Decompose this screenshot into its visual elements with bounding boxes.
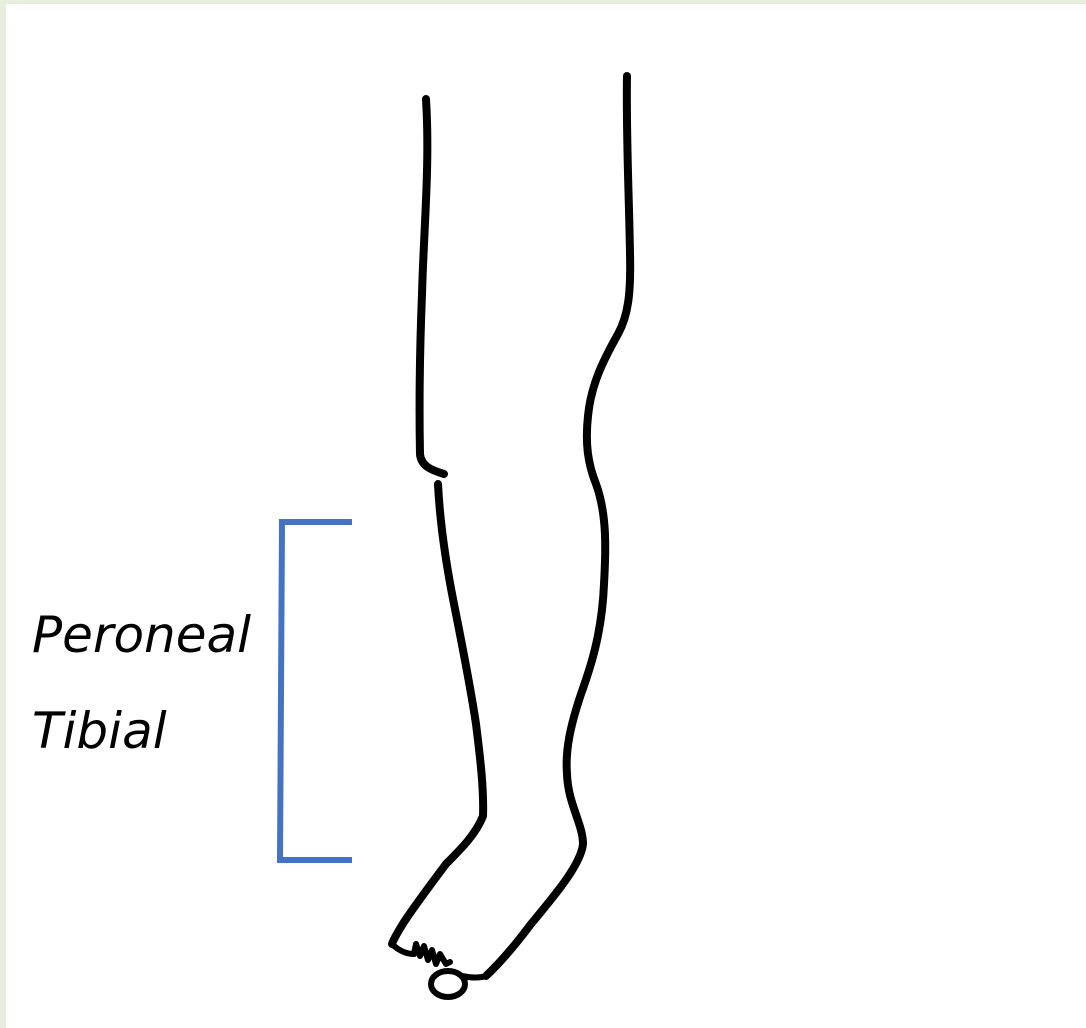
leg-diagram <box>6 4 1086 1028</box>
leg-outline-front-thigh <box>420 99 444 474</box>
peroneal-label: Peroneal <box>32 610 251 660</box>
leg-outline-back <box>486 76 630 976</box>
tibial-label: Tibial <box>32 706 167 756</box>
sole <box>462 976 486 978</box>
bracket <box>280 522 352 860</box>
toes <box>392 944 450 964</box>
leg-outline-front-shin <box>392 484 483 944</box>
